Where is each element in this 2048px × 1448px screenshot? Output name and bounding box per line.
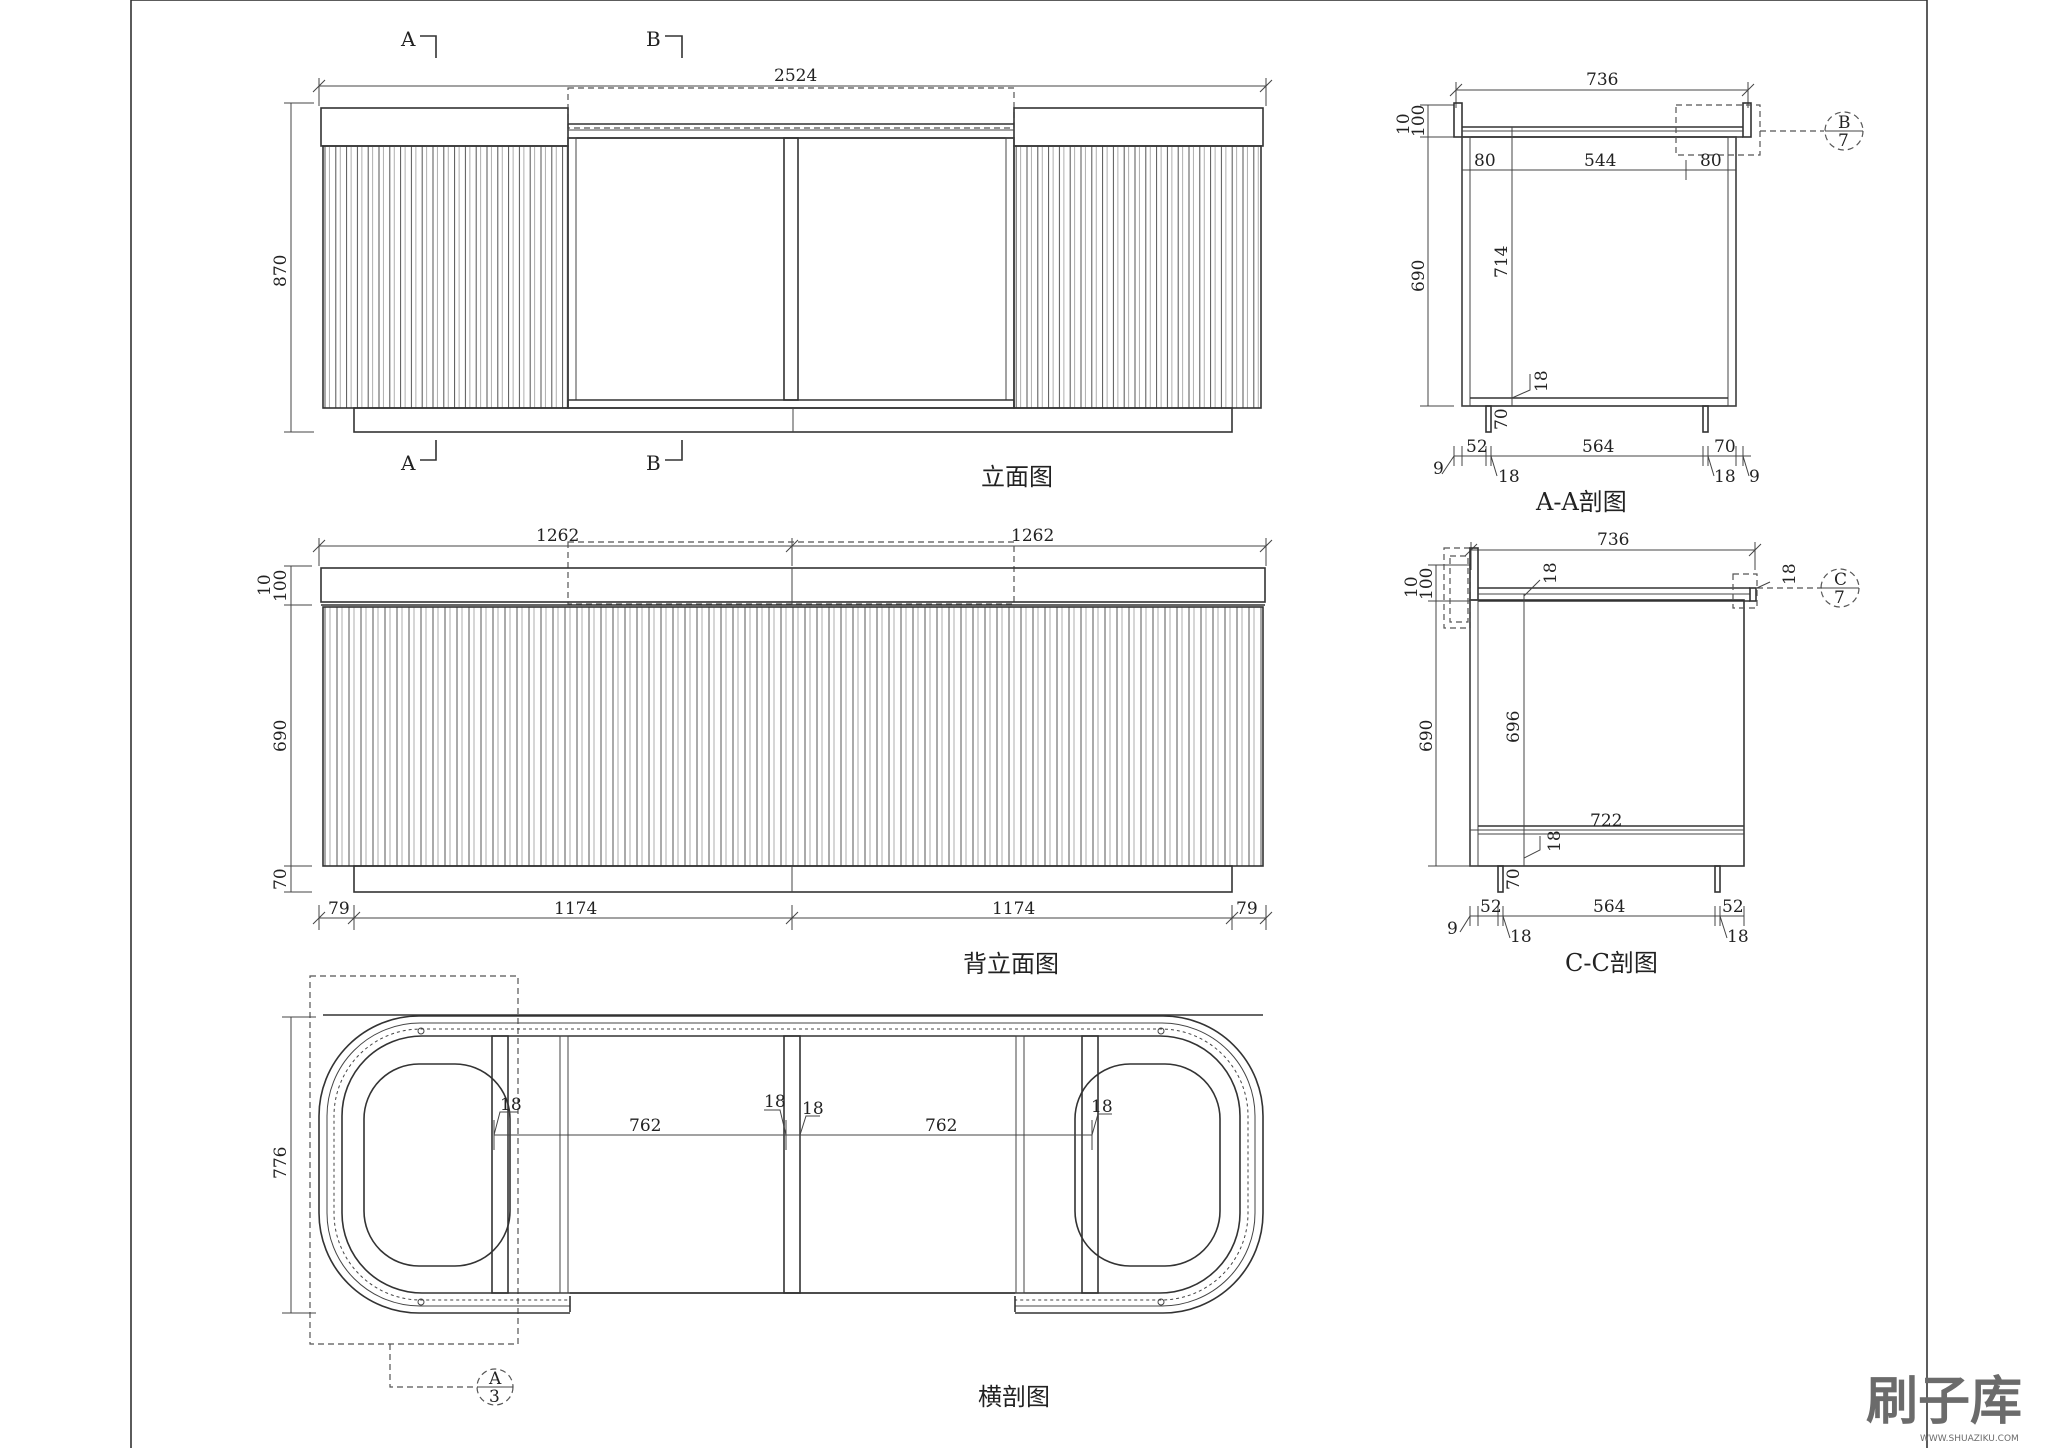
dim-a-80-right: 80 [1700, 151, 1722, 171]
sheet-border [130, 0, 1928, 1448]
dim-a-h690: 690 [1409, 260, 1429, 292]
dim-c-18: 18 [1545, 830, 1565, 852]
dim-back-h100: 100 [271, 570, 291, 602]
dim-c-b564: 564 [1593, 897, 1625, 917]
watermark-logo: 刷子库 WWW.SHUAZIKU.COM [1866, 1372, 2022, 1444]
callout-b7-number: 7 [1838, 131, 1849, 151]
dim-a-b9-left: 9 [1433, 459, 1444, 479]
section-c-c: 736 10 100 690 C 7 18 18 [1402, 530, 1860, 977]
dim-c-b9: 9 [1447, 919, 1458, 939]
dim-a-h100: 100 [1409, 105, 1429, 137]
section-mark-b-top: B [646, 27, 661, 51]
dim-c-h10: 10 [1402, 576, 1422, 598]
dim-a-b564: 564 [1582, 437, 1614, 457]
dim-back-right-width: 1262 [1011, 526, 1054, 546]
dim-c-722: 722 [1590, 811, 1622, 831]
front-elevation: A B A B 2524 870 [271, 27, 1273, 491]
dim-a-544: 544 [1584, 151, 1616, 171]
dim-c-b52-right: 52 [1722, 897, 1744, 917]
dim-plan-h776: 776 [271, 1147, 291, 1179]
dim-back-h70: 70 [271, 868, 291, 890]
callout-b7-letter: B [1838, 113, 1851, 133]
dim-a-b52: 52 [1466, 437, 1488, 457]
dim-c-b18-right: 18 [1727, 927, 1749, 947]
dim-back-h690: 690 [271, 720, 291, 752]
dim-a-b9-right: 9 [1749, 467, 1760, 487]
dim-c-h100: 100 [1417, 568, 1437, 600]
dim-a-80-left: 80 [1474, 151, 1496, 171]
callout-c7-letter: C [1834, 570, 1847, 590]
plan-section: 776 18 762 18 18 762 18 A 3 横剖图 [271, 975, 1264, 1411]
dim-c-h696: 696 [1504, 711, 1524, 743]
callout-a3-number: 3 [489, 1387, 500, 1407]
dim-c-width-736: 736 [1597, 530, 1629, 550]
dim-overall-width: 2524 [774, 66, 817, 86]
dim-back-b1174-right: 1174 [992, 899, 1035, 919]
dim-plan-18-b: 18 [764, 1092, 786, 1112]
dim-plan-762-b: 762 [925, 1116, 957, 1136]
dim-a-h70: 70 [1492, 408, 1512, 430]
back-elevation-title: 背立面图 [963, 950, 1059, 978]
dim-back-left-width: 1262 [536, 526, 579, 546]
dim-a-18: 18 [1532, 370, 1552, 392]
dim-c-h70: 70 [1504, 868, 1524, 890]
dim-front-height: 870 [271, 255, 291, 287]
section-mark-a-top: A [400, 27, 416, 51]
section-a-a-title: A-A剖图 [1535, 488, 1627, 516]
dim-plan-18-d: 18 [1091, 1097, 1113, 1117]
dim-back-b79-right: 79 [1236, 899, 1258, 919]
callout-a3-letter: A [488, 1369, 502, 1389]
dim-plan-18-a: 18 [500, 1095, 522, 1115]
dim-back-b79-left: 79 [328, 899, 350, 919]
section-c-c-title: C-C剖图 [1565, 949, 1658, 977]
dim-a-width-736: 736 [1586, 70, 1618, 90]
dim-a-h10: 10 [1394, 113, 1414, 135]
front-elevation-title: 立面图 [981, 463, 1053, 491]
dim-c-h690: 690 [1417, 720, 1437, 752]
dim-c-b18-left: 18 [1510, 927, 1532, 947]
dim-c-18-top: 18 [1541, 562, 1561, 584]
dim-back-h10: 10 [255, 574, 275, 596]
dim-plan-762-a: 762 [629, 1116, 661, 1136]
dim-a-b18-left: 18 [1498, 467, 1520, 487]
dim-c-18-right: 18 [1780, 563, 1800, 585]
watermark-cn: 刷子库 [1866, 1372, 2022, 1432]
dim-a-h714: 714 [1492, 246, 1512, 278]
callout-c7-number: 7 [1834, 588, 1845, 608]
dim-a-b18-right: 18 [1714, 467, 1736, 487]
section-mark-b-bottom: B [646, 451, 661, 475]
dim-plan-18-c: 18 [802, 1099, 824, 1119]
dim-back-b1174-left: 1174 [554, 899, 597, 919]
plan-section-title: 横剖图 [978, 1383, 1050, 1411]
section-a-a: 736 10 100 690 B 7 80 544 [1394, 70, 1864, 516]
dim-a-b70: 70 [1714, 437, 1736, 457]
dim-c-b52-left: 52 [1480, 897, 1502, 917]
section-mark-a-bottom: A [400, 451, 416, 475]
back-elevation: 1262 1262 10 100 690 70 7 [255, 526, 1273, 978]
watermark-url: WWW.SHUAZIKU.COM [1920, 1434, 2019, 1444]
